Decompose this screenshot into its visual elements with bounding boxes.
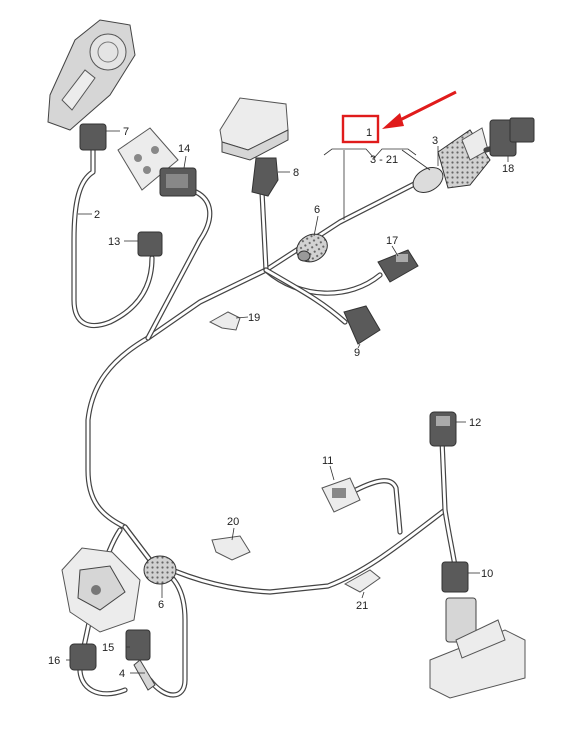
connector-16-part bbox=[69, 643, 97, 671]
callout-1: 1 bbox=[366, 127, 372, 139]
callout-7: 7 bbox=[123, 126, 129, 138]
connector-14-part bbox=[159, 167, 197, 197]
callout-2: 2 bbox=[94, 209, 100, 221]
highlight-box bbox=[341, 114, 380, 144]
connector-18-part bbox=[489, 117, 535, 157]
callout-16: 16 bbox=[48, 655, 60, 667]
callout-19: 19 bbox=[248, 312, 260, 324]
callout-11: 11 bbox=[322, 455, 333, 467]
handle-module-part bbox=[429, 597, 526, 699]
callout-15: 15 bbox=[102, 642, 114, 654]
callout-1-range: 3 - 21 bbox=[370, 154, 398, 166]
window-motor-part bbox=[47, 19, 136, 131]
callout-9: 9 bbox=[354, 347, 360, 359]
callout-14: 14 bbox=[178, 143, 190, 155]
callout-labels: 1 3 - 21 2 3 4 6 6 7 8 9 10 11 12 13 14 … bbox=[48, 126, 514, 680]
callout-4: 4 bbox=[119, 668, 125, 680]
callout-8: 8 bbox=[293, 167, 299, 179]
callout-13: 13 bbox=[108, 236, 120, 248]
grommet-3-part bbox=[412, 127, 491, 193]
callout-21: 21 bbox=[356, 600, 368, 612]
bracket-plate-part bbox=[117, 127, 179, 191]
mounting-bracket-part bbox=[219, 97, 289, 161]
callout-3: 3 bbox=[432, 135, 438, 147]
connector-10-part bbox=[441, 561, 469, 593]
clip-20-part bbox=[211, 535, 251, 561]
door-lock-part bbox=[61, 547, 141, 633]
connector-12-part bbox=[429, 411, 457, 447]
connector-15-part bbox=[125, 629, 156, 691]
grommet-6-lower-part bbox=[143, 555, 177, 585]
callout-6-lower: 6 bbox=[158, 599, 164, 611]
clip-19-part bbox=[208, 311, 241, 331]
callout-6-upper: 6 bbox=[314, 204, 320, 216]
callout-20: 20 bbox=[227, 516, 239, 528]
callout-12: 12 bbox=[469, 417, 481, 429]
red-arrow-icon bbox=[382, 90, 457, 129]
clip-21-part bbox=[343, 569, 381, 593]
callout-18: 18 bbox=[502, 163, 514, 175]
connector-17-part bbox=[377, 249, 419, 283]
grommet-6-upper-part bbox=[296, 233, 328, 263]
connector-11-part bbox=[321, 477, 361, 513]
callout-17: 17 bbox=[386, 235, 398, 247]
connector-8-part bbox=[251, 157, 279, 197]
connector-9-part bbox=[343, 305, 381, 345]
connector-7-part bbox=[79, 123, 107, 151]
callout-10: 10 bbox=[481, 568, 493, 580]
leader-lines bbox=[66, 130, 509, 674]
connector-13-part bbox=[137, 231, 163, 257]
